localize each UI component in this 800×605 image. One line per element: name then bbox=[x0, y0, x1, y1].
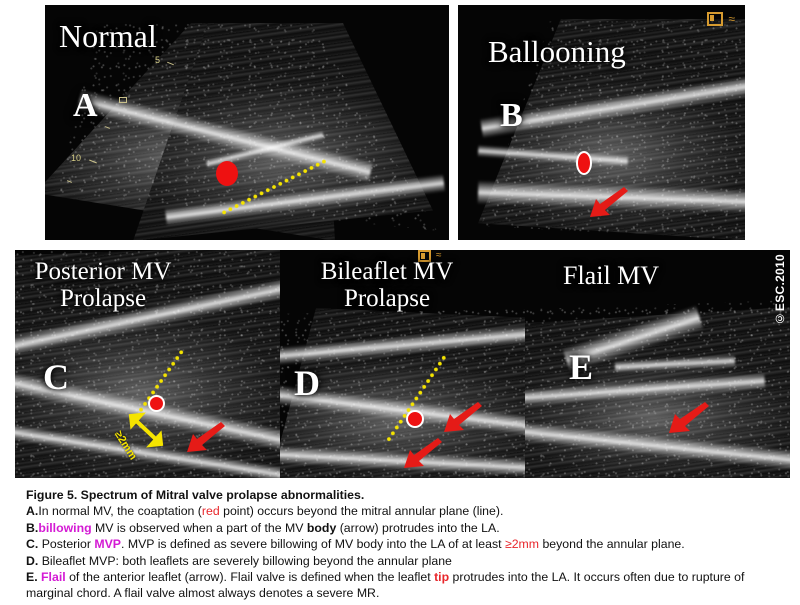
caption-a-letter: A. bbox=[26, 504, 39, 519]
caption-line-b: B.billowing MV is observed when a part o… bbox=[26, 520, 786, 536]
panel-a-normal: Normal A 5 10 bbox=[45, 5, 449, 240]
panel-e-letter: E bbox=[569, 347, 594, 387]
panel-d-letter: D bbox=[294, 363, 320, 403]
flail-tip-arrow-e bbox=[663, 400, 713, 440]
caption-c-letter: C. bbox=[26, 537, 39, 552]
panel-b-title: Ballooning bbox=[488, 34, 626, 69]
caption-c-red: ≥2mm bbox=[504, 537, 540, 552]
copyright-notice: ©ESC.2010 bbox=[773, 254, 787, 326]
caption-c-magenta: MVP bbox=[94, 537, 122, 552]
caption-d-letter: D. bbox=[26, 553, 39, 568]
caption-line-e: E. Flail of the anterior leaflet (arrow)… bbox=[26, 569, 786, 602]
machine-status-icons-d: ≈ bbox=[418, 250, 442, 262]
caption-b-letter: B. bbox=[26, 520, 39, 535]
caption-e-letter: E. bbox=[26, 570, 38, 585]
caption-a-text-2: point) occurs beyond the mitral annular … bbox=[219, 504, 504, 519]
figure-image: Normal A 5 10 ≈ Ballooning B bbox=[15, 5, 790, 478]
caption-line-a: A.In normal MV, the coaptation (red poin… bbox=[26, 503, 786, 519]
panel-d-title: Bileaflet MV Prolapse bbox=[320, 258, 454, 312]
panel-c-letter: C bbox=[43, 357, 69, 397]
panel-a-letter: A bbox=[73, 87, 98, 124]
wave-icon: ≈ bbox=[728, 12, 735, 26]
panel-e-title: Flail MV bbox=[563, 261, 660, 290]
caption-line-c: C. Posterior MVP. MVP is defined as seve… bbox=[26, 536, 786, 552]
panel-d-bileaflet-mvp: ≈ Bileaflet MV Prolapse D bbox=[280, 250, 525, 478]
coaptation-point-a bbox=[216, 161, 238, 186]
depth-tick-minor-1 bbox=[119, 97, 127, 103]
caption-e-text-2: of the anterior leaflet (arrow). Flail v… bbox=[65, 570, 435, 585]
posterior-prolapse-arrow-d bbox=[400, 438, 446, 474]
panel-e-flail-mv: Flail MV E bbox=[525, 250, 790, 478]
caption-c-text-1: Posterior bbox=[38, 537, 95, 552]
caption-a-red: red bbox=[201, 504, 220, 519]
machine-status-icons: ≈ bbox=[707, 12, 735, 26]
panel-row-bottom: Posterior MV Prolapse C ≥2mm bbox=[15, 250, 790, 478]
caption-line-d: D. Bileaflet MVP: both leaflets are seve… bbox=[26, 553, 786, 569]
probe-icon bbox=[707, 12, 724, 26]
caption-c-text-3: beyond the annular plane. bbox=[539, 537, 685, 552]
depth-marker-10: 10 bbox=[71, 153, 82, 163]
caption-e-text-3: protrudes into the LA. It occurs often d… bbox=[26, 570, 745, 601]
anterior-prolapse-arrow-d bbox=[438, 400, 486, 438]
probe-icon-d bbox=[418, 250, 431, 262]
caption-e-magenta: Flail bbox=[41, 570, 66, 585]
caption-title: Figure 5. Spectrum of Mitral valve prola… bbox=[26, 488, 365, 502]
caption-b-bold: body bbox=[306, 520, 337, 535]
caption-b-text-2: (arrow) protrudes into the LA. bbox=[336, 520, 500, 535]
billowing-arrow-b bbox=[588, 185, 632, 221]
ultrasound-sector-e bbox=[525, 306, 790, 478]
panel-c-posterior-mvp: Posterior MV Prolapse C ≥2mm bbox=[15, 250, 280, 478]
coaptation-point-d bbox=[406, 410, 424, 428]
prolapse-arrow-c bbox=[183, 422, 229, 460]
panel-a-title: Normal bbox=[59, 18, 157, 54]
caption-b-text-1: MV is observed when a part of the MV bbox=[91, 520, 307, 535]
caption-c-text-2: . MVP is defined as severe billowing of … bbox=[121, 537, 505, 552]
figure-caption: Figure 5. Spectrum of Mitral valve prola… bbox=[26, 487, 786, 602]
panel-c-title: Posterior MV Prolapse bbox=[34, 258, 172, 312]
caption-b-magenta: billowing bbox=[38, 520, 92, 535]
caption-a-text-1: In normal MV, the coaptation ( bbox=[38, 504, 202, 519]
panel-b-letter: B bbox=[500, 97, 523, 134]
panel-b-ballooning: ≈ Ballooning B bbox=[458, 5, 745, 240]
caption-e-red: tip bbox=[434, 570, 450, 585]
wave-icon-d: ≈ bbox=[436, 250, 442, 261]
coaptation-point-b bbox=[576, 151, 592, 175]
caption-d-text-1: Bileaflet MVP: both leaflets are severel… bbox=[38, 553, 452, 568]
depth-marker-5: 5 bbox=[155, 55, 161, 65]
